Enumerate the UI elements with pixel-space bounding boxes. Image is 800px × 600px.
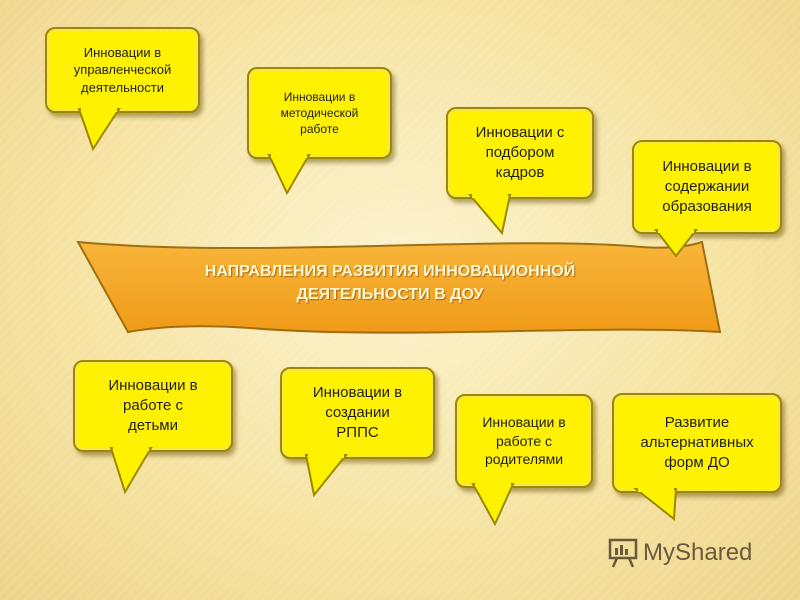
bubble-tail (633, 488, 678, 521)
bubble-label: Инновации в управленческой деятельности (73, 44, 172, 95)
banner-title: НАПРАВЛЕНИЯ РАЗВИТИЯ ИННОВАЦИОННОЙ ДЕЯТЕ… (204, 263, 576, 304)
bubble-content: Инновации в содержании образования (632, 140, 782, 258)
presentation-board-icon (608, 538, 638, 568)
watermark-logo: MyShared (607, 537, 752, 569)
bubble-methodical: Инновации в методической работе (247, 67, 392, 196)
bubble-label: Инновации в работе с детьми (108, 376, 198, 435)
bubble-tail (304, 454, 349, 498)
bubble-children: Инновации в работе с детьми (73, 360, 233, 495)
bubble-label: Развитие альтернативных форм ДО (640, 413, 754, 472)
bubble-tail (653, 229, 699, 258)
bubble-tail (77, 108, 121, 152)
bubble-label: Инновации в содержании образования (662, 157, 752, 216)
bubble-rpps: Инновации в создании РППС (280, 367, 435, 498)
bubble-staffing: Инновации с подбором кадров (446, 107, 594, 236)
bubble-management: Инновации в управленческой деятельности (45, 27, 200, 152)
bubble-tail (267, 154, 311, 196)
bubble-alternative: Развитие альтернативных форм ДО (612, 393, 782, 521)
bubble-label: Инновации в методической работе (280, 89, 359, 137)
bubble-label: Инновации в работе с родителями (482, 413, 566, 468)
bubble-tail (471, 483, 515, 527)
bubble-label: Инновации в создании РППС (312, 383, 403, 442)
bubble-tail (467, 194, 512, 236)
central-banner: НАПРАВЛЕНИЯ РАЗВИТИЯ ИННОВАЦИОННОЙ ДЕЯТЕ… (70, 232, 730, 342)
banner-ribbon-shape (76, 240, 722, 334)
bubble-label: Инновации с подбором кадров (475, 123, 565, 182)
watermark-text: MyShared (643, 539, 753, 566)
bubble-tail (109, 447, 153, 495)
bubble-parents: Инновации в работе с родителями (455, 394, 593, 527)
